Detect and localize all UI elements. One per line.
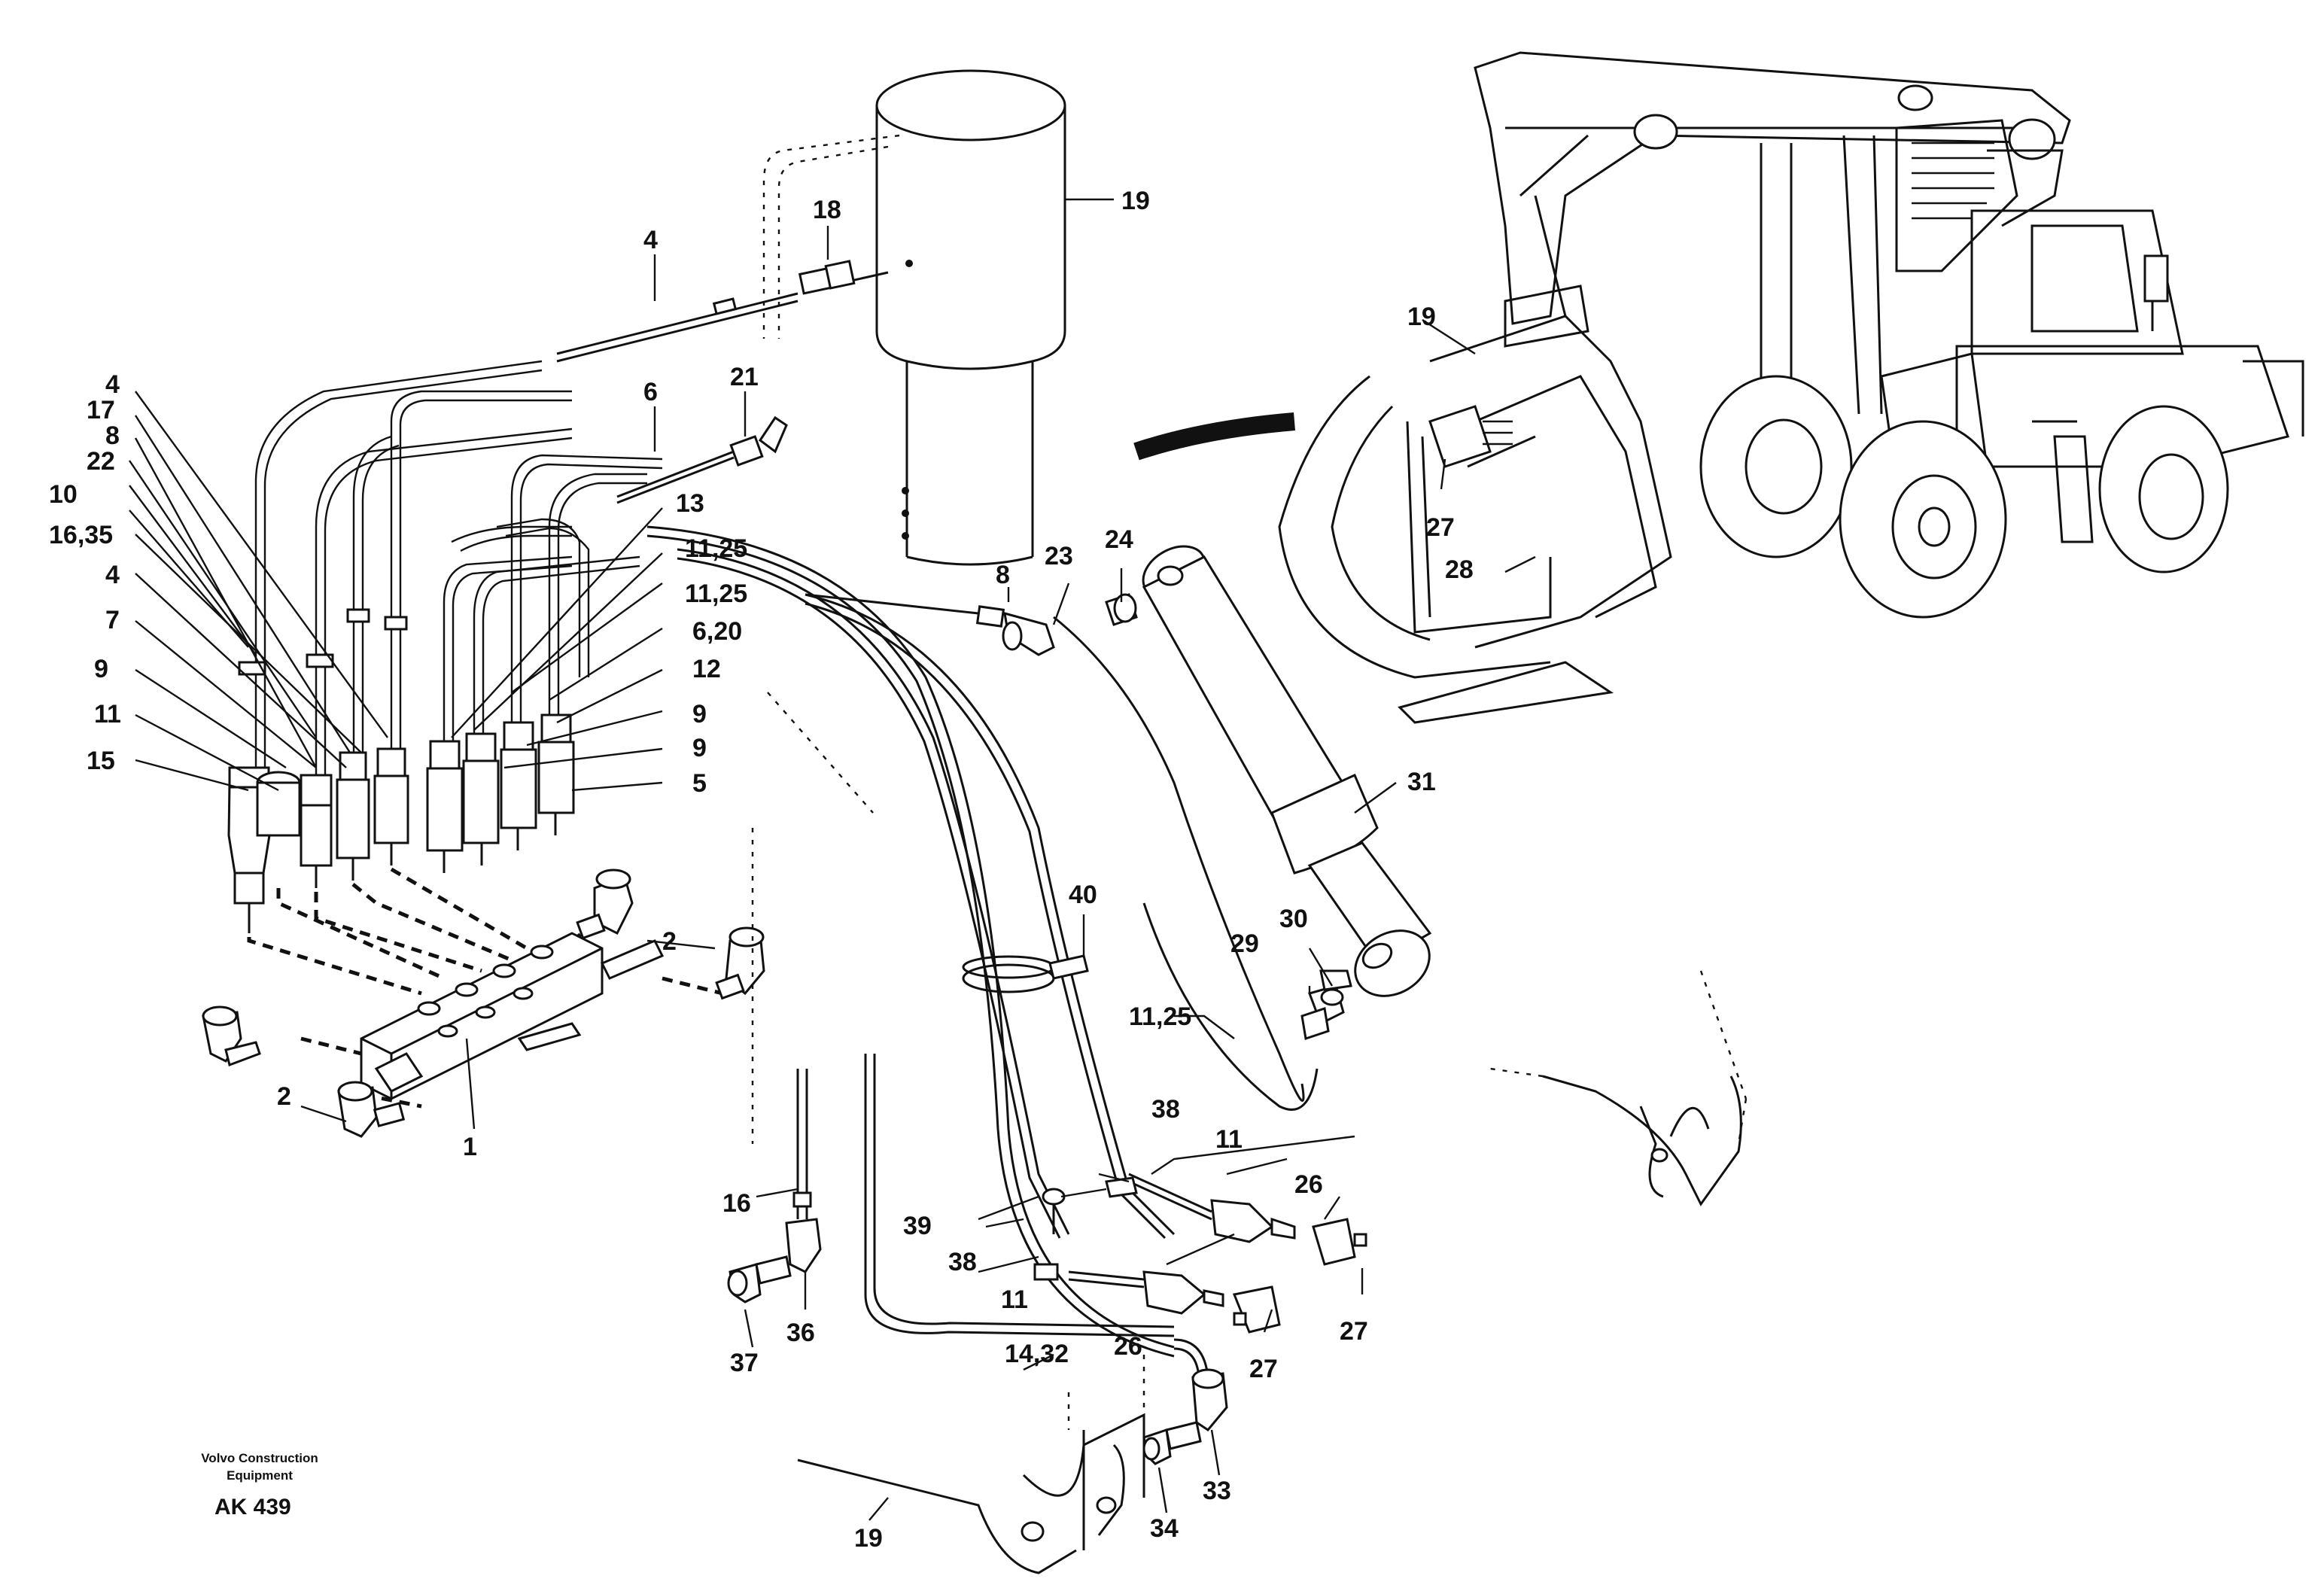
callout-19-cylinder: 19 bbox=[1121, 187, 1150, 215]
callout-1: 1 bbox=[463, 1133, 477, 1161]
callout-38-bottom: 38 bbox=[948, 1248, 977, 1276]
callout-4-top: 4 bbox=[643, 226, 658, 254]
callout-13: 12 bbox=[692, 655, 721, 683]
callout-33: 33 bbox=[1203, 1477, 1231, 1505]
callout-labels: 19 18 4 21 6 4 17 8 22 10 16,35 4 7 9 11… bbox=[49, 187, 1474, 1553]
callout-27-right: 27 bbox=[1340, 1317, 1368, 1346]
callout-24: 24 bbox=[1105, 525, 1133, 554]
callout-15: 15 bbox=[87, 747, 115, 775]
callout-2-right: 2 bbox=[662, 927, 677, 956]
callout-21: 21 bbox=[730, 363, 759, 391]
callout-9-b: 9 bbox=[692, 734, 707, 762]
callout-11-25-left: 10 bbox=[49, 480, 78, 509]
callout-2-left: 2 bbox=[277, 1082, 291, 1111]
leader-lines bbox=[129, 198, 1536, 1521]
hose-clamp-40 bbox=[962, 954, 1089, 993]
check-valves bbox=[227, 713, 575, 933]
callout-11-25-mid: 11,25 bbox=[685, 534, 747, 563]
callout-11-b: 11 bbox=[1215, 1125, 1243, 1154]
callout-31: 31 bbox=[1407, 768, 1436, 796]
callout-12: 11 bbox=[94, 700, 121, 729]
drawing-code: AK 439 bbox=[214, 1495, 291, 1519]
callout-11-25-lower: 11,25 bbox=[685, 579, 747, 608]
lower-fittings bbox=[1033, 1173, 1367, 1334]
publisher-line-1: Volvo Construction bbox=[201, 1451, 318, 1465]
hydraulic-cylinder-31 bbox=[1142, 545, 1432, 997]
callout-19-arm: 19 bbox=[854, 1524, 883, 1553]
callout-7: 7 bbox=[105, 606, 120, 634]
callout-14: 14,32 bbox=[1005, 1340, 1069, 1368]
callout-22: 22 bbox=[87, 447, 115, 476]
dashed-connections bbox=[247, 867, 723, 1109]
callout-37: 37 bbox=[730, 1349, 759, 1377]
drawing-caption: Volvo Construction Equipment AK 439 bbox=[201, 1451, 318, 1519]
callout-10: 9 bbox=[94, 655, 108, 683]
callout-8-mid: 8 bbox=[996, 561, 1010, 589]
callout-26-left: 26 bbox=[1114, 1332, 1142, 1361]
callout-4-left: 4 bbox=[105, 370, 120, 399]
fittings-36-37 bbox=[727, 1069, 822, 1303]
callout-39: 39 bbox=[903, 1212, 932, 1240]
lower-arm bbox=[751, 692, 1145, 1574]
callout-27-mid: 27 bbox=[1249, 1355, 1278, 1383]
callout-17: 17 bbox=[87, 396, 115, 424]
distributor-block bbox=[360, 932, 665, 1100]
elbow-fittings-2 bbox=[202, 868, 765, 1138]
tank-cylinder bbox=[762, 69, 1066, 566]
hose-8-fittings bbox=[805, 593, 1138, 656]
callout-27-grapple: 27 bbox=[1426, 513, 1455, 542]
callout-29: 29 bbox=[1230, 929, 1259, 958]
callout-36: 36 bbox=[786, 1319, 815, 1347]
callout-5: 5 bbox=[692, 769, 707, 798]
callout-18: 18 bbox=[813, 196, 841, 224]
log-loader-machine bbox=[1133, 51, 2304, 724]
callout-23: 23 bbox=[1045, 542, 1073, 570]
upper-hose-4 bbox=[556, 260, 889, 363]
callout-11-c: 11 bbox=[1001, 1285, 1028, 1314]
fittings-29-30 bbox=[1300, 969, 1352, 1040]
hose-6 bbox=[616, 415, 788, 504]
callout-28: 28 bbox=[1445, 555, 1474, 584]
callout-3: 4 bbox=[105, 561, 120, 589]
callout-38-top: 38 bbox=[1151, 1095, 1180, 1124]
callout-30: 30 bbox=[1279, 905, 1308, 933]
boom-tip-outline bbox=[1489, 970, 1748, 1206]
callout-19-grapple: 19 bbox=[1407, 303, 1436, 331]
callout-16-35: 16,35 bbox=[49, 521, 113, 549]
pipe-bundle bbox=[238, 360, 663, 813]
callout-6: 6 bbox=[643, 378, 658, 406]
callout-34: 34 bbox=[1150, 1514, 1179, 1543]
callout-26-right: 26 bbox=[1294, 1170, 1323, 1199]
callout-16: 16 bbox=[722, 1189, 751, 1218]
callout-14-32: 13 bbox=[676, 489, 704, 518]
callout-11-a: 11,25 bbox=[1129, 1002, 1191, 1031]
callout-6-20: 6,20 bbox=[692, 617, 742, 646]
callout-8-left: 8 bbox=[105, 421, 120, 450]
callout-40: 40 bbox=[1069, 881, 1097, 909]
fittings-33-34 bbox=[1142, 1368, 1228, 1465]
callout-9-a: 9 bbox=[692, 700, 707, 729]
publisher-line-2: Equipment bbox=[227, 1468, 293, 1483]
